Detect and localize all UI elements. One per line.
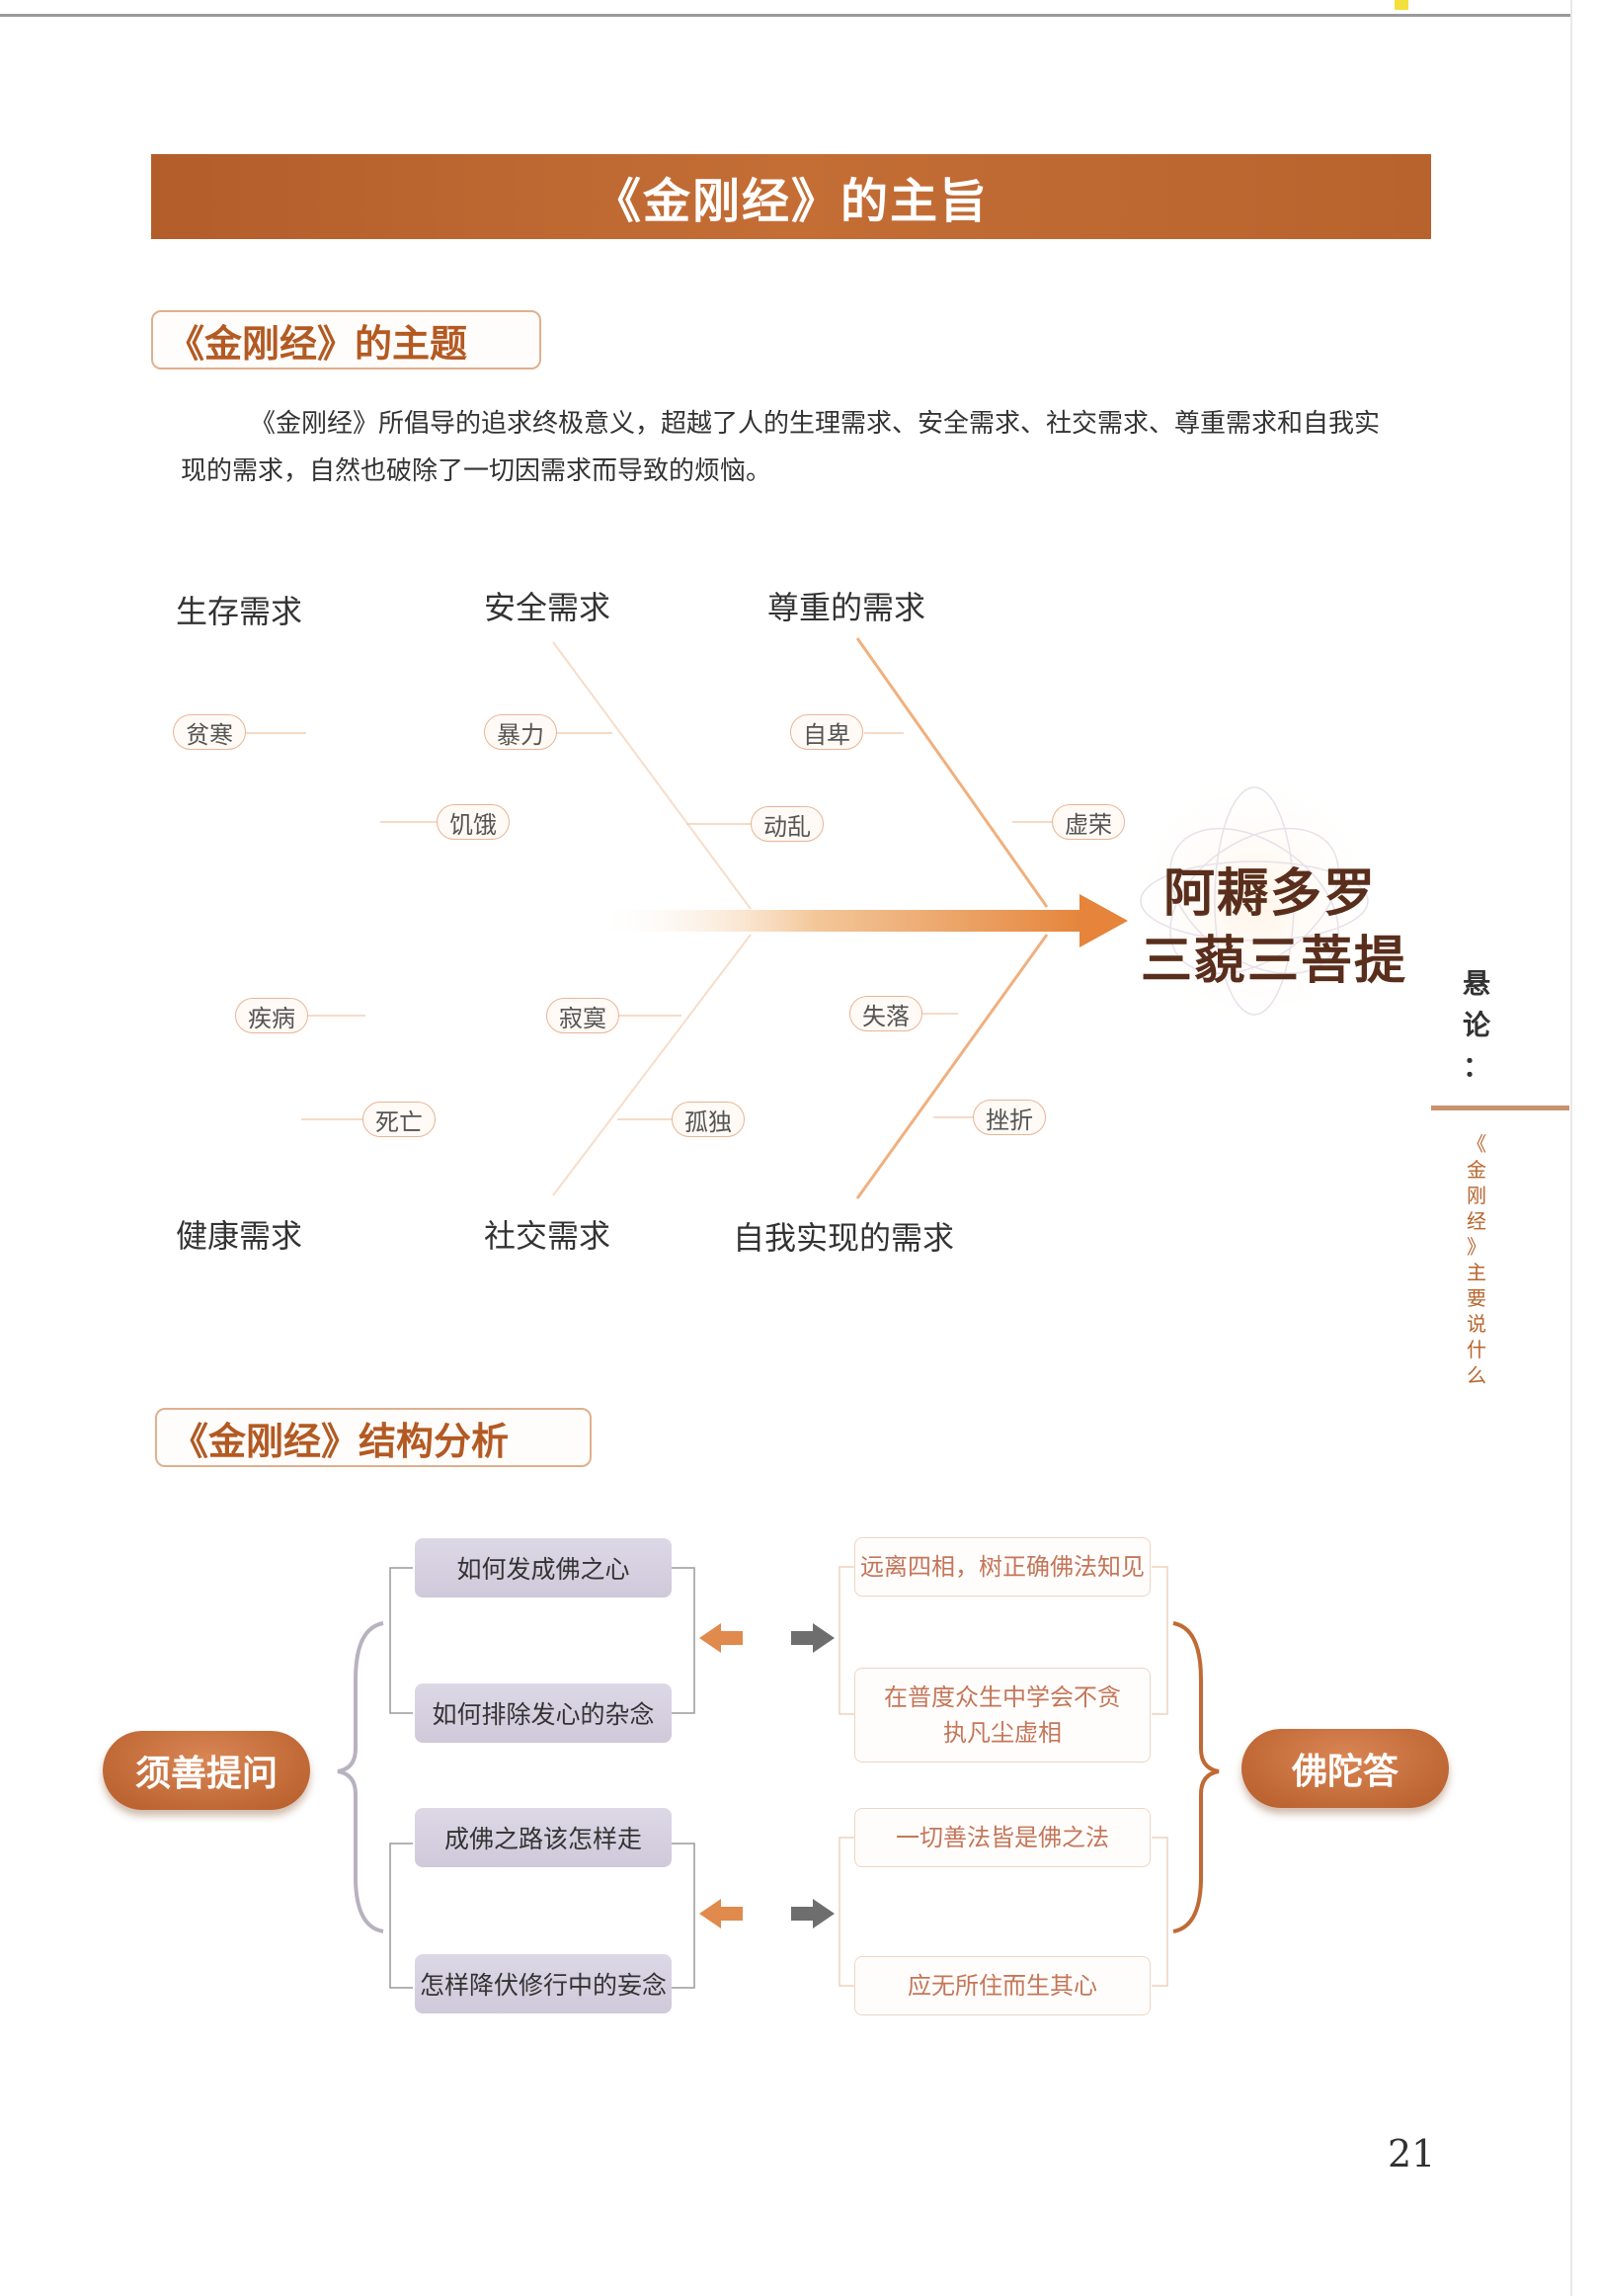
goal-lotus-icon [1140, 786, 1369, 1016]
arrow-pair-2 [699, 1899, 835, 1928]
section-heading-structure-text: 《金刚经》结构分析 [171, 1418, 510, 1463]
chapter-title: 《金刚经》的主旨 [593, 174, 989, 229]
chip-hunger: 饥饿 [437, 804, 510, 840]
chip-loss: 失落 [849, 996, 922, 1031]
question-box-3: 成佛之路该怎样走 [415, 1808, 672, 1867]
side-sub-char: 要 [1467, 1286, 1486, 1310]
arrow-pair-1 [699, 1623, 835, 1653]
side-char: 悬 [1462, 967, 1490, 1000]
intro-paragraph: 《金刚经》所倡导的追求终极意义，超越了人的生理需求、安全需求、社交需求、尊重需求… [181, 409, 1381, 486]
section-heading-theme-text: 《金刚经》的主题 [167, 320, 468, 366]
side-sub-char: 》 [1467, 1235, 1486, 1259]
side-rule [1431, 1106, 1569, 1110]
chip-poverty: 贫寒 [173, 714, 246, 750]
question-box-1: 如何发成佛之心 [415, 1538, 672, 1598]
section-heading-theme: 《金刚经》的主题 [151, 310, 541, 369]
chip-turmoil: 动乱 [751, 806, 824, 842]
side-sub-char: 经 [1467, 1209, 1486, 1233]
side-sub-char: 什 [1467, 1338, 1486, 1361]
left-brace [337, 1621, 384, 1933]
side-sub-char: 《 [1467, 1132, 1486, 1156]
category-self-actualization: 自我实现的需求 [733, 1219, 955, 1257]
side-char: ： [1462, 1050, 1490, 1083]
top-rule [0, 14, 1570, 17]
chip-vanity: 虚荣 [1052, 804, 1125, 840]
bone-top-main [855, 637, 1049, 908]
bone-bottom-faint [552, 934, 752, 1196]
side-sub-char: 么 [1467, 1363, 1486, 1387]
side-sub-char: 主 [1467, 1261, 1486, 1284]
side-sub-char: 说 [1467, 1312, 1486, 1336]
chip-violence: 暴力 [484, 714, 557, 750]
answer-box-3: 一切善法皆是佛之法 [854, 1808, 1151, 1867]
goal-line-1: 阿耨多罗 [1163, 863, 1378, 924]
side-subtitle: 《 金 刚 经 》 主 要 说 什 么 [1460, 1131, 1493, 1388]
answer-box-2: 在普度众生中学会不贪 执凡尘虚相 [854, 1668, 1151, 1763]
top-edge-mark [1395, 0, 1408, 10]
goal-glow [1121, 768, 1388, 1034]
goal-line-2: 三藐三菩提 [1141, 931, 1408, 991]
side-sub-char: 刚 [1467, 1184, 1486, 1207]
category-health: 健康需求 [176, 1217, 303, 1255]
category-survival: 生存需求 [176, 593, 303, 630]
chip-illness: 疾病 [235, 998, 308, 1033]
page-number: 21 [1388, 2132, 1436, 2175]
answer-oval: 佛陀答 [1241, 1729, 1449, 1808]
spine-arrow-head [1079, 894, 1128, 947]
bone-bottom-main [855, 934, 1049, 1199]
answer-box-4: 应无所住而生其心 [854, 1956, 1151, 2015]
right-brace [1172, 1621, 1220, 1933]
section-heading-structure: 《金刚经》结构分析 [155, 1408, 592, 1467]
page-edge [1570, 0, 1572, 2296]
side-sub-char: 金 [1467, 1158, 1486, 1182]
question-box-4: 怎样降伏修行中的妄念 [415, 1954, 672, 2013]
chip-loneliness-quiet: 寂寞 [546, 998, 619, 1033]
chapter-banner: 《金刚经》的主旨 [151, 154, 1431, 239]
question-box-2: 如何排除发心的杂念 [415, 1683, 672, 1743]
chip-solitude: 孤独 [672, 1102, 745, 1137]
answer-box-1: 远离四相，树正确佛法知见 [854, 1537, 1151, 1597]
bone-top-faint [552, 641, 752, 910]
category-social: 社交需求 [484, 1217, 611, 1255]
category-esteem: 尊重的需求 [767, 589, 926, 626]
category-safety: 安全需求 [484, 589, 611, 626]
chip-connectors [245, 732, 1052, 1120]
spine-arrow-shaft [593, 910, 1086, 932]
question-oval: 须善提问 [103, 1731, 310, 1810]
side-char: 论 [1462, 1009, 1490, 1041]
chip-death: 死亡 [362, 1102, 436, 1137]
side-section-label: 悬 论 ： [1457, 963, 1496, 1088]
chip-setback: 挫折 [973, 1100, 1046, 1135]
chip-inferiority: 自卑 [790, 714, 863, 750]
